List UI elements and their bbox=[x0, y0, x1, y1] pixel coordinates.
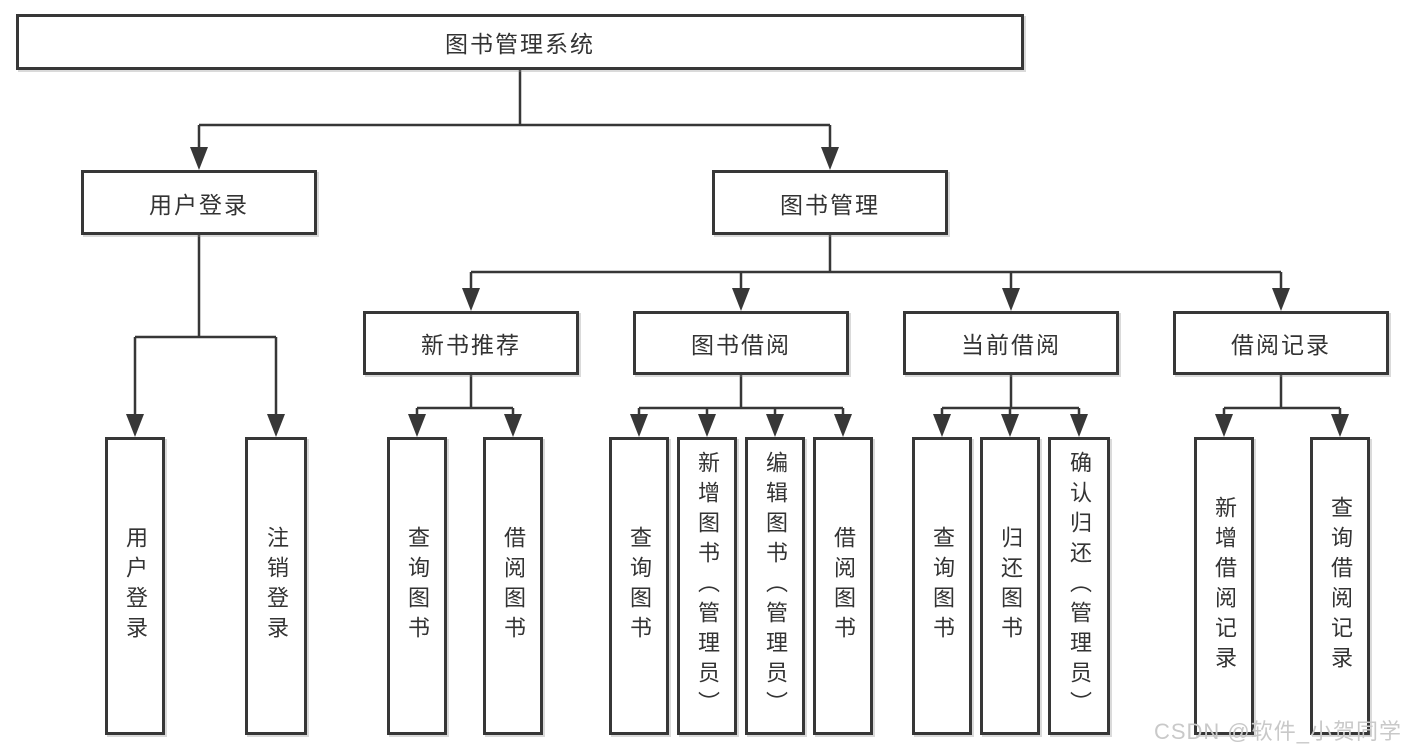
arrowhead-down-icon bbox=[1331, 414, 1349, 437]
leaf-recommend-query-book: 查询图书 bbox=[387, 437, 447, 735]
arrowhead-down-icon bbox=[1272, 288, 1290, 311]
arrowhead-down-icon bbox=[834, 414, 852, 437]
arrowhead-down-icon bbox=[698, 414, 716, 437]
node-label: 用户登录 bbox=[149, 191, 249, 218]
arrowhead-down-icon bbox=[462, 288, 480, 311]
leaf-recommend-borrow-book: 借阅图书 bbox=[483, 437, 543, 735]
node-borrowing-records: 借阅记录 bbox=[1173, 311, 1389, 375]
connector-root-to-level2 bbox=[197, 70, 832, 154]
node-label: 确认归还（管理员） bbox=[1067, 451, 1092, 721]
connector-bookmgmt-to-level3 bbox=[469, 235, 1283, 295]
node-book-borrowing: 图书借阅 bbox=[633, 311, 849, 375]
arrowhead-down-icon bbox=[126, 414, 144, 437]
arrowheads bbox=[126, 147, 1349, 437]
node-label: 查询图书 bbox=[930, 526, 955, 646]
arrowhead-down-icon bbox=[821, 147, 839, 170]
connector-newrec-to-leaves bbox=[415, 375, 515, 421]
node-label: 借阅图书 bbox=[831, 526, 856, 646]
node-library-management-system: 图书管理系统 bbox=[16, 14, 1024, 70]
arrowhead-down-icon bbox=[1215, 414, 1233, 437]
leaf-records-add-record: 新增借阅记录 bbox=[1194, 437, 1254, 735]
arrowhead-down-icon bbox=[1002, 288, 1020, 311]
node-label: 归还图书 bbox=[998, 526, 1023, 646]
connector-bookborrow-to-leaves bbox=[637, 375, 845, 421]
node-label: 借阅图书 bbox=[501, 526, 526, 646]
node-label: 新增图书（管理员） bbox=[695, 451, 720, 721]
arrowhead-down-icon bbox=[732, 288, 750, 311]
leaf-records-query-record: 查询借阅记录 bbox=[1310, 437, 1370, 735]
leaf-logout: 注销登录 bbox=[245, 437, 307, 735]
arrowhead-down-icon bbox=[630, 414, 648, 437]
arrowhead-down-icon bbox=[766, 414, 784, 437]
leaf-current-query-book: 查询图书 bbox=[912, 437, 972, 735]
csdn-watermark: CSDN @软件_小贺同学 bbox=[1153, 719, 1402, 744]
node-book-management: 图书管理 bbox=[712, 170, 948, 235]
leaf-borrowing-borrow-book: 借阅图书 bbox=[813, 437, 873, 735]
leaf-current-confirm-return-admin: 确认归还（管理员） bbox=[1048, 437, 1110, 735]
arrowhead-down-icon bbox=[933, 414, 951, 437]
node-user-login: 用户登录 bbox=[81, 170, 317, 235]
node-label: 查询借阅记录 bbox=[1328, 496, 1353, 676]
arrowhead-down-icon bbox=[1070, 414, 1088, 437]
node-current-borrowing: 当前借阅 bbox=[903, 311, 1119, 375]
node-label: 图书管理系统 bbox=[445, 31, 595, 57]
arrowhead-down-icon bbox=[504, 414, 522, 437]
node-label: 查询图书 bbox=[405, 526, 430, 646]
node-label: 查询图书 bbox=[627, 526, 652, 646]
node-label: 新书推荐 bbox=[421, 332, 521, 358]
leaf-user-login: 用户登录 bbox=[105, 437, 165, 735]
connector-userlogin-to-leaves bbox=[133, 235, 278, 421]
node-label: 用户登录 bbox=[123, 526, 148, 646]
node-label: 新增借阅记录 bbox=[1212, 496, 1237, 676]
node-label: 图书管理 bbox=[780, 191, 880, 218]
leaf-borrowing-edit-book-admin: 编辑图书（管理员） bbox=[745, 437, 805, 735]
arrowhead-down-icon bbox=[190, 147, 208, 170]
node-label: 借阅记录 bbox=[1231, 332, 1331, 358]
node-label: 当前借阅 bbox=[961, 332, 1061, 358]
connector-lines bbox=[133, 70, 1342, 421]
node-new-book-recommendation: 新书推荐 bbox=[363, 311, 579, 375]
leaf-borrowing-add-book-admin: 新增图书（管理员） bbox=[677, 437, 737, 735]
arrowhead-down-icon bbox=[408, 414, 426, 437]
node-label: 图书借阅 bbox=[691, 332, 791, 358]
arrowhead-down-icon bbox=[267, 414, 285, 437]
leaf-borrowing-query-book: 查询图书 bbox=[609, 437, 669, 735]
arrowhead-down-icon bbox=[1001, 414, 1019, 437]
node-label: 编辑图书（管理员） bbox=[763, 451, 788, 721]
leaf-current-return-book: 归还图书 bbox=[980, 437, 1040, 735]
connector-records-to-leaves bbox=[1222, 375, 1342, 421]
node-label: 注销登录 bbox=[264, 526, 289, 646]
